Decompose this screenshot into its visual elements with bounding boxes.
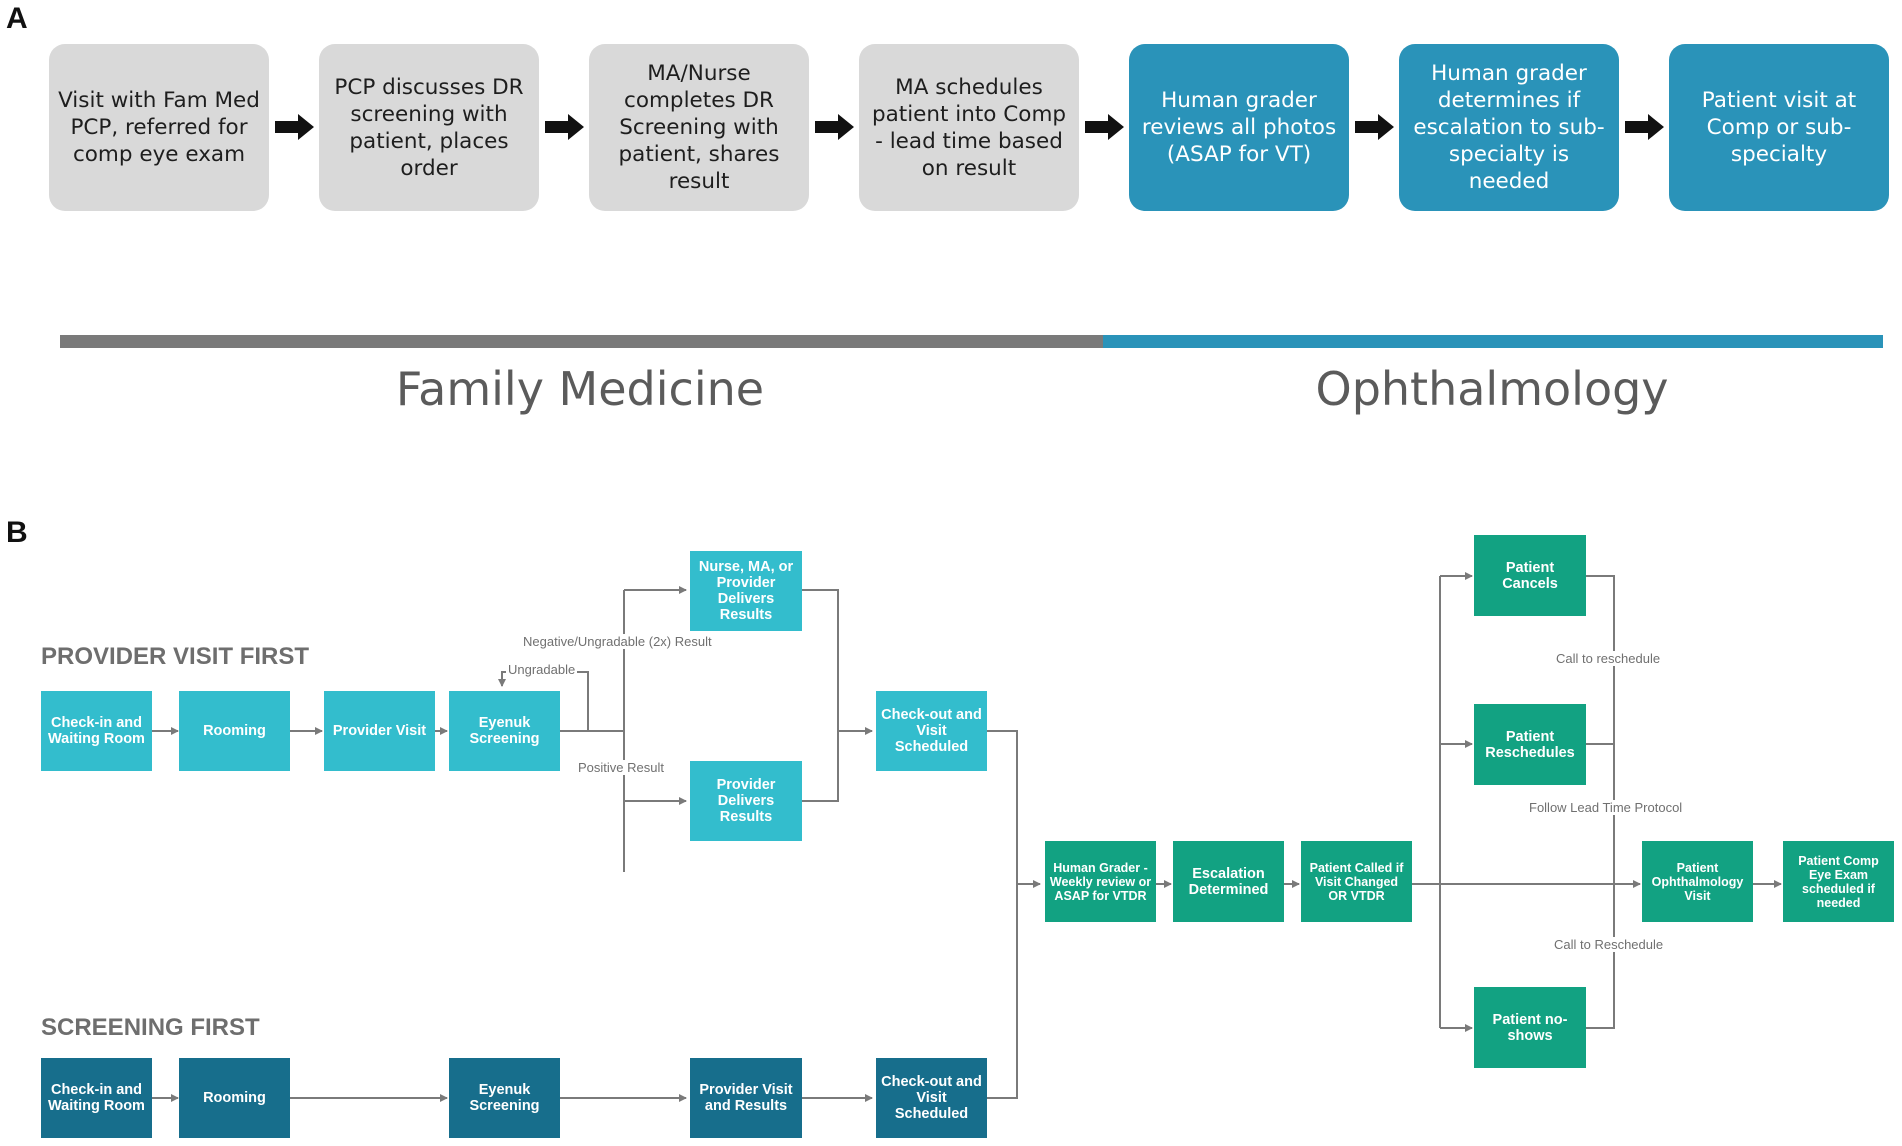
step-box-7: Patient visit at Comp or sub-specialty [1669, 44, 1889, 211]
ophthalmology-visit-box: Patient Ophthalmology Visit [1642, 841, 1753, 922]
step-box-4: MA schedules patient into Comp - lead ti… [859, 44, 1079, 211]
ungradable-label: Ungradable [506, 662, 578, 677]
patient-noshows-box: Patient no-shows [1474, 987, 1586, 1068]
arrow-icon [1355, 114, 1394, 140]
call-to-reschedule-label-2: Call to Reschedule [1552, 937, 1666, 952]
follow-lead-time-label: Follow Lead Time Protocol [1527, 800, 1685, 815]
screening-checkout-box: Check-out and Visit Scheduled [876, 1058, 987, 1138]
screening-checkin-box: Check-in and Waiting Room [41, 1058, 152, 1138]
screening-first-title: SCREENING FIRST [41, 1014, 260, 1041]
screening-eyenuk-box: Eyenuk Screening [449, 1058, 560, 1138]
merge-connector [987, 730, 1018, 1099]
merge-connector [802, 589, 839, 802]
patient-called-box: Patient Called if Visit Changed OR VTDR [1301, 841, 1412, 922]
family-medicine-bar [60, 335, 1103, 348]
family-medicine-label: Family Medicine [395, 362, 765, 416]
screening-provider-visit-box: Provider Visit and Results [690, 1058, 802, 1138]
arrow-icon [815, 114, 854, 140]
step-box-3: MA/Nurse completes DR Screening with pat… [589, 44, 809, 211]
comp-eye-exam-box: Patient Comp Eye Exam scheduled if neede… [1783, 841, 1894, 922]
nurse-delivers-box: Nurse, MA, or Provider Delivers Results [690, 551, 802, 631]
ophthalmology-label: Ophthalmology [1315, 362, 1669, 416]
step-box-6: Human grader determines if escalation to… [1399, 44, 1619, 211]
provider-visit-box: Provider Visit [324, 691, 435, 771]
negative-result-label: Negative/Ungradable (2x) Result [521, 634, 714, 649]
positive-result-label: Positive Result [576, 760, 666, 775]
screening-rooming-box: Rooming [179, 1058, 290, 1138]
checkin-box: Check-in and Waiting Room [41, 691, 152, 771]
arrow-icon [1085, 114, 1124, 140]
step-box-2: PCP discusses DR screening with patient,… [319, 44, 539, 211]
arrow-icon [1625, 114, 1664, 140]
panel-b-label: B [6, 516, 28, 549]
panel-a-label: A [6, 2, 28, 35]
provider-visit-first-title: PROVIDER VISIT FIRST [41, 643, 310, 670]
patient-cancels-box: Patient Cancels [1474, 535, 1586, 616]
arrow-icon [275, 114, 314, 140]
eyenuk-screening-box: Eyenuk Screening [449, 691, 560, 771]
ophthalmology-bar [1103, 335, 1883, 348]
rooming-box: Rooming [179, 691, 290, 771]
checkout-box: Check-out and Visit Scheduled [876, 691, 987, 771]
call-to-reschedule-label: Call to reschedule [1554, 651, 1663, 666]
patient-reschedules-box: Patient Reschedules [1474, 704, 1586, 785]
human-grader-box: Human Grader - Weekly review or ASAP for… [1045, 841, 1156, 922]
escalation-box: Escalation Determined [1173, 841, 1284, 922]
step-box-5: Human grader reviews all photos (ASAP fo… [1129, 44, 1349, 211]
arrow-icon [545, 114, 584, 140]
provider-delivers-box: Provider Delivers Results [690, 761, 802, 841]
step-box-1: Visit with Fam Med PCP, referred for com… [49, 44, 269, 211]
